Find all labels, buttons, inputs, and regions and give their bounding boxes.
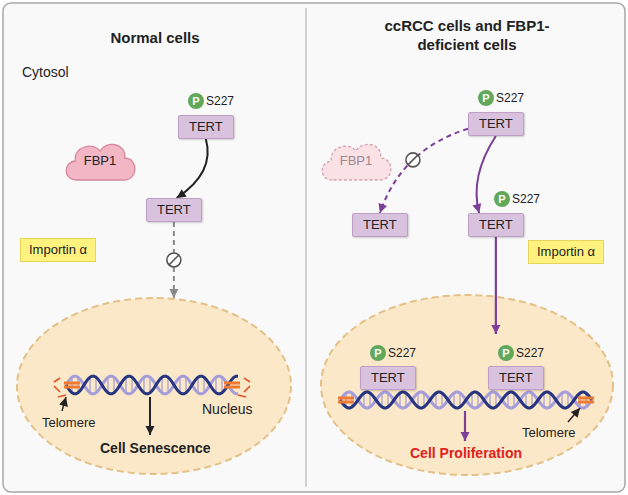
phospho-mark: P [188, 93, 204, 109]
protein-box: TERT [352, 213, 408, 237]
node-text: TERT [479, 116, 513, 131]
dna-strand [66, 376, 238, 394]
annotation: Cell Senescence [100, 440, 211, 457]
node-text: FBP1 [318, 153, 394, 169]
importin-box: Importin α [20, 238, 96, 262]
node-text: TERT [479, 217, 513, 232]
phospho-mark: P [478, 90, 494, 106]
arrow-line [495, 237, 497, 334]
site-label: S227 [388, 345, 416, 361]
connector [472, 136, 495, 213]
telomere-end [64, 382, 80, 385]
blocked-symbol [167, 253, 181, 267]
telomere-end [224, 382, 240, 385]
fbp1-cloud: FBP1 [62, 140, 138, 186]
dna-strand [66, 376, 238, 394]
site-label: S227 [512, 191, 540, 207]
arrowhead [571, 408, 580, 418]
connector [379, 129, 468, 213]
annotation: Telomere [42, 414, 95, 431]
blocked-slash [169, 255, 179, 265]
annotation: Cell Proliferation [410, 445, 522, 462]
fbp1-cloud: FBP1 [318, 140, 394, 186]
telomere-end [224, 386, 240, 389]
panel-title: Normal cells [55, 28, 255, 47]
phospho-mark: P [370, 345, 386, 361]
importin-box: Importin α [528, 240, 604, 264]
site-label: S227 [516, 345, 544, 361]
node-text: TERT [371, 370, 405, 385]
arrowhead [59, 397, 68, 407]
blocked-slash [408, 155, 418, 165]
arrowhead [146, 426, 155, 435]
site-label: S227 [496, 90, 524, 106]
node-text: Nucleus [202, 401, 253, 417]
arrowhead [472, 203, 481, 213]
arrowhead [379, 203, 388, 213]
telomere-end [338, 401, 354, 404]
connector [167, 222, 181, 298]
phospho-mark: P [494, 191, 510, 207]
connector [177, 139, 208, 198]
arrowhead [461, 432, 470, 441]
art-group [338, 237, 594, 441]
node-text: TERT [157, 202, 191, 217]
node-text: Importin α [537, 244, 595, 259]
site-label: S227 [206, 93, 234, 109]
node-text: Importin α [29, 242, 87, 257]
panel-title: ccRCC cells and FBP1-deficient cells [367, 16, 567, 54]
dna-strand [340, 392, 592, 408]
arrowhead [169, 289, 178, 298]
node-text: FBP1 [62, 153, 138, 169]
node-text: TERT [499, 370, 533, 385]
connector-line [177, 139, 208, 198]
protein-box: TERT [468, 213, 524, 237]
arrow-line [568, 408, 580, 422]
protein-box: TERT [178, 115, 234, 139]
nucleus-outline [321, 295, 613, 475]
blocked-symbol [406, 153, 420, 167]
node-text: TERT [363, 217, 397, 232]
protein-box: TERT [468, 112, 524, 136]
annotation: Cytosol [22, 64, 69, 81]
telomere-end [578, 397, 594, 400]
dna-strand [340, 392, 592, 408]
telomere-end [578, 401, 594, 404]
arrowhead [491, 325, 500, 334]
node-text: TERT [189, 119, 223, 134]
protein-box: TERT [488, 366, 544, 390]
connector-line [477, 136, 496, 213]
arrowhead [177, 189, 187, 198]
phospho-mark: P [498, 345, 514, 361]
annotation: Telomere [522, 424, 575, 441]
connector-line [380, 129, 468, 213]
panel-divider [305, 8, 307, 487]
nucleus-outline [17, 298, 291, 474]
telomere-end [338, 397, 354, 400]
protein-box: TERT [360, 366, 416, 390]
damage-marks [54, 378, 250, 397]
telomere-end [64, 386, 80, 389]
protein-box: TERT [146, 198, 202, 222]
frame [3, 3, 625, 492]
